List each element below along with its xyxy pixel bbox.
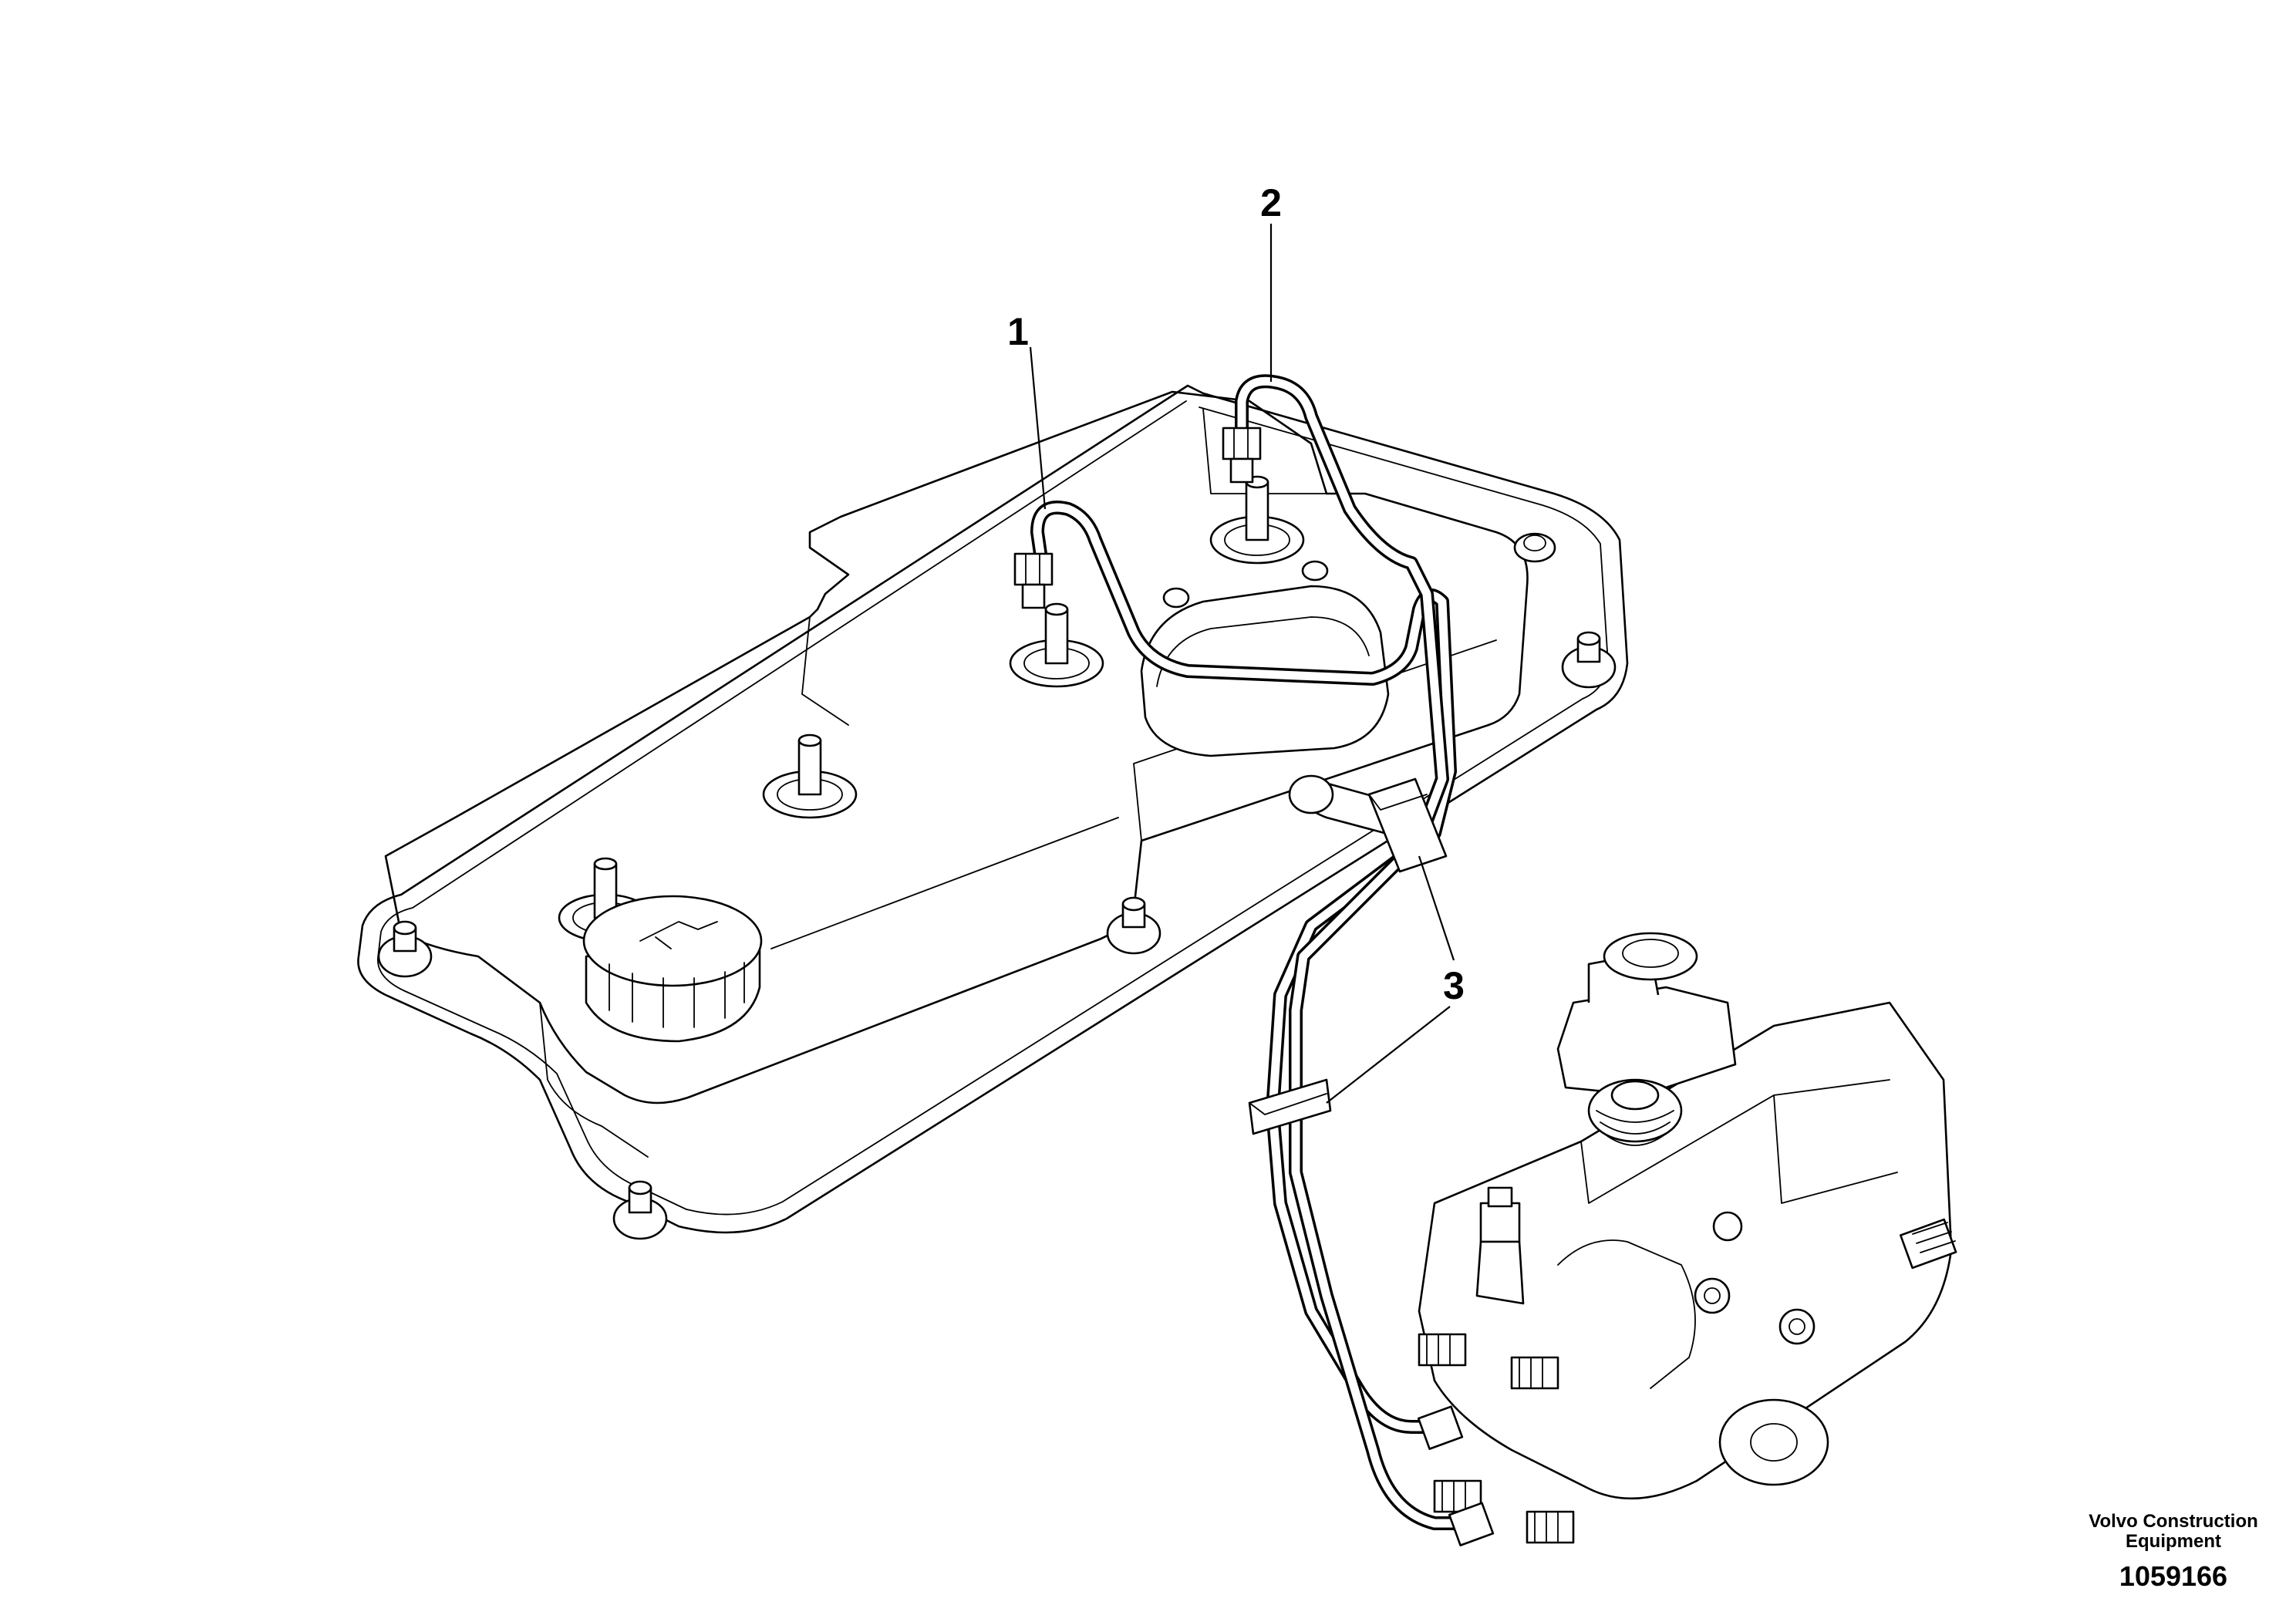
callout-1: 1 (1007, 310, 1029, 353)
cover-bolt (1561, 631, 1617, 689)
pump-top-housing (1556, 932, 1737, 1097)
delivery-outlet (1526, 1510, 1575, 1544)
pipe-clamp (1367, 777, 1448, 873)
caption-block: Volvo Construction Equipment 1059166 (2089, 1511, 2258, 1592)
pipe-clamp (1248, 1078, 1332, 1135)
injector-stud (1209, 475, 1305, 565)
breather-housing (1140, 560, 1390, 757)
cover-bolt (1106, 896, 1161, 955)
injector-stud (1009, 602, 1104, 688)
valve-cover-edge-5 (801, 616, 849, 726)
union-nut (1013, 552, 1054, 609)
callout-2: 2 (1260, 181, 1282, 224)
pump-bolt (1712, 1211, 1743, 1242)
delivery-outlet (1510, 1356, 1559, 1390)
valve-cover-flange (357, 384, 1629, 1234)
pump-edge (1557, 1239, 1696, 1389)
caption-company: Volvo Construction (2089, 1511, 2258, 1532)
valve-cover-top (384, 390, 1529, 1104)
callout-3: 3 (1443, 964, 1465, 1007)
cover-bolt (1513, 532, 1556, 563)
pump-edge (1773, 1094, 1898, 1204)
union-nut (1448, 1502, 1495, 1546)
cover-bolt (612, 1180, 668, 1240)
leader-line-3a (1418, 855, 1455, 961)
leader-lines (1029, 224, 1455, 1104)
breather-spout (1288, 774, 1386, 835)
valve-cover-edge-2 (770, 817, 1119, 949)
union-nut (1417, 1405, 1464, 1450)
pump-edge (1580, 1079, 1890, 1204)
leader-line-3b (1326, 1006, 1451, 1104)
pump-side-fitting (1899, 1218, 1957, 1270)
oil-filler-cap (582, 895, 763, 1043)
pump-sensor (1475, 1186, 1525, 1305)
leader-line-1 (1029, 346, 1047, 510)
delivery-outlet (1418, 1333, 1467, 1367)
union-nut (1222, 427, 1262, 484)
fuel-injection-pump (1418, 932, 1957, 1544)
oil-can-icon (639, 921, 718, 949)
cover-bolt (377, 920, 433, 978)
valve-cover-edge-3 (539, 1002, 649, 1158)
caption-company-2: Equipment (2126, 1531, 2221, 1552)
pump-bolt (1694, 1277, 1731, 1314)
pump-mount-boss (1718, 1398, 1829, 1486)
pump-solenoid (1587, 1078, 1683, 1146)
valve-cover-edge-4 (1202, 408, 1327, 494)
injector-stud (762, 733, 858, 819)
document-number: 1059166 (2119, 1560, 2227, 1592)
pump-bolt (1778, 1308, 1816, 1345)
